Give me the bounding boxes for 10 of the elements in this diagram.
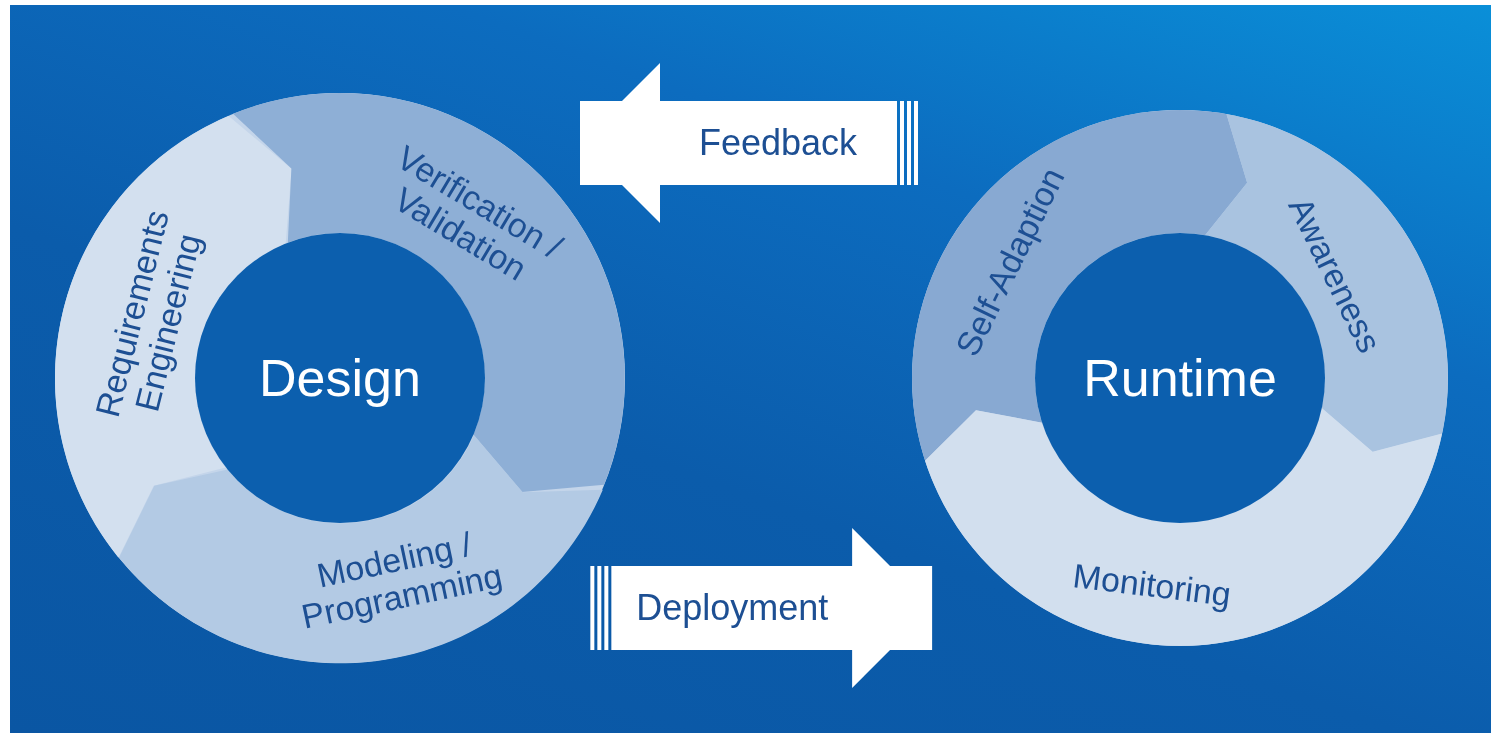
cycle-ring [912,110,1448,646]
edge-label: Deployment [636,587,829,629]
cycle-segment [925,408,1443,646]
cycle-ring [55,93,625,663]
activity-label: Monitoring [1069,555,1235,616]
cycle-segment [233,93,625,492]
phase-title: Runtime [1083,348,1277,408]
cycle-segment [118,434,603,663]
edge-label: Feedback [698,122,858,164]
phase-title: Design [259,348,421,408]
